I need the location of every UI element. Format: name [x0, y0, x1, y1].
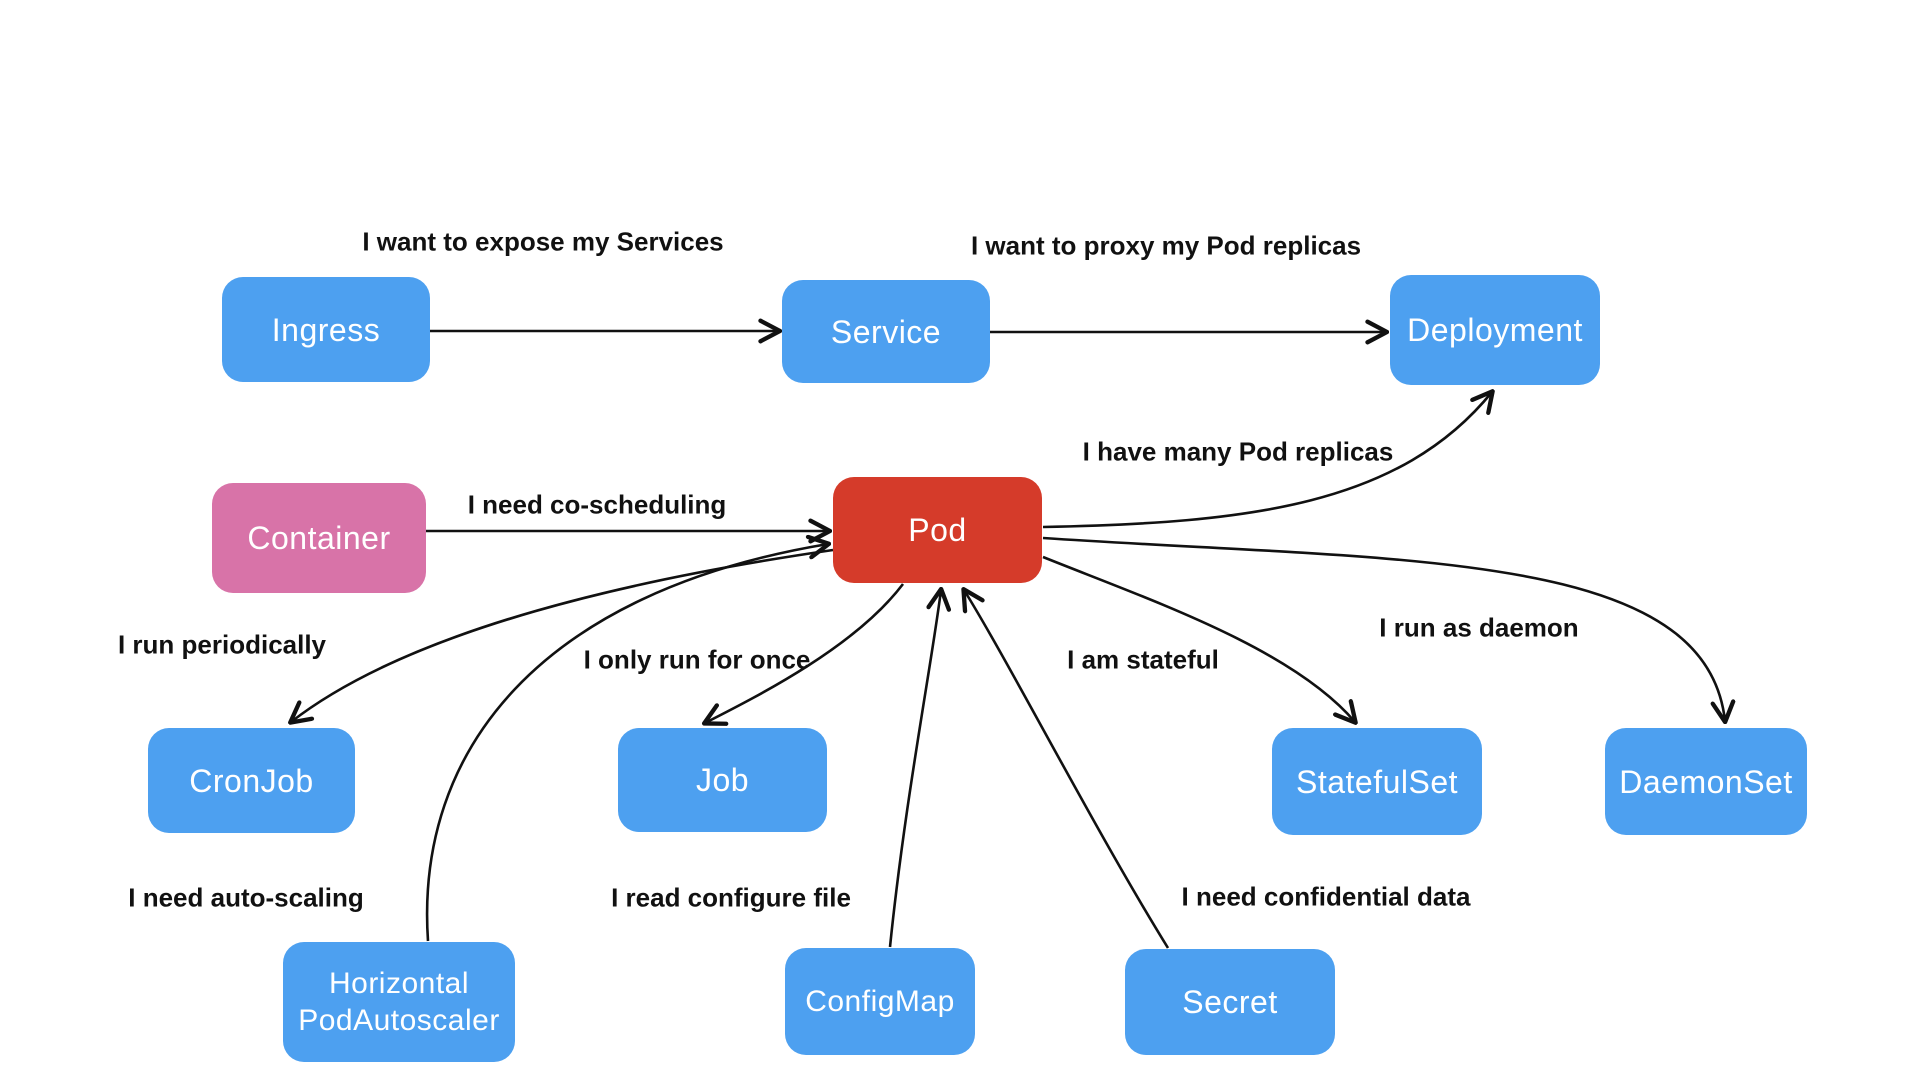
node-service: Service [782, 280, 990, 383]
edge-label-run-for-once: I only run for once [583, 644, 811, 675]
edge-label-run-periodically: I run periodically [117, 629, 327, 660]
node-deployment: Deployment [1390, 275, 1600, 385]
edge-label-proxy-pod-replicas: I want to proxy my Pod replicas [970, 230, 1362, 261]
edge-configmap-pod [888, 590, 941, 948]
node-pod: Pod [833, 477, 1042, 583]
edge-label-expose-services: I want to expose my Services [362, 226, 724, 257]
node-horizontal-pod-autoscaler: Horizontal PodAutoscaler [283, 942, 515, 1062]
edge-label-run-as-daemon: I run as daemon [1379, 612, 1579, 643]
edge-label-confidential-data: I need confidential data [1181, 881, 1471, 912]
edge-pod-daemonset [1042, 536, 1725, 721]
edge-hpa-pod [425, 544, 828, 942]
edge-label-many-pod-replicas: I have many Pod replicas [1082, 436, 1394, 467]
node-job: Job [618, 728, 827, 832]
node-statefulset: StatefulSet [1272, 728, 1482, 835]
edge-pod-statefulset [1042, 555, 1355, 722]
edge-label-co-scheduling: I need co-scheduling [467, 489, 727, 520]
edge-pod-cronjob [291, 548, 834, 722]
node-secret: Secret [1125, 949, 1335, 1055]
node-container: Container [212, 483, 426, 593]
edge-pod-deployment [1042, 392, 1492, 529]
edge-label-stateful: I am stateful [1067, 644, 1219, 675]
node-configmap: ConfigMap [785, 948, 975, 1055]
node-cronjob: CronJob [148, 728, 355, 833]
node-ingress: Ingress [222, 277, 430, 382]
edge-label-read-configure-file: I read configure file [611, 882, 851, 913]
edge-pod-job [705, 583, 905, 723]
edge-secret-pod [964, 590, 1170, 949]
edge-label-auto-scaling: I need auto-scaling [128, 882, 364, 913]
node-daemonset: DaemonSet [1605, 728, 1807, 835]
